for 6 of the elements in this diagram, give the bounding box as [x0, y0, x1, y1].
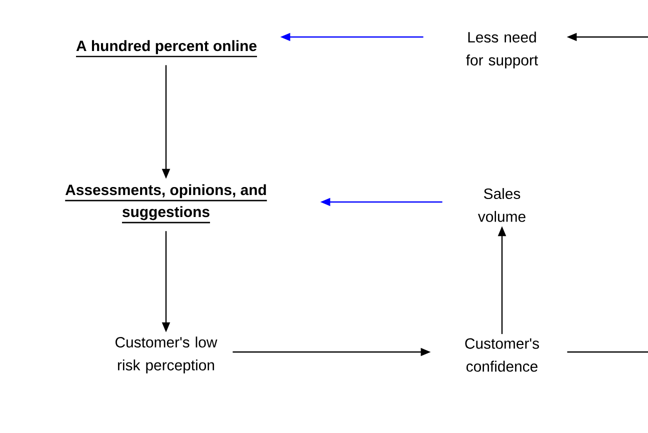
- heading-text: A hundred percent online: [76, 40, 257, 58]
- node-text: Sales volume: [478, 188, 526, 222]
- heading-text: Assessments, opinions, and suggestions: [65, 184, 267, 224]
- node-text: Customer's low risk perception: [116, 336, 218, 374]
- node-text: Customer's confidence: [465, 338, 539, 372]
- node-text: Less need for support: [466, 32, 538, 68]
